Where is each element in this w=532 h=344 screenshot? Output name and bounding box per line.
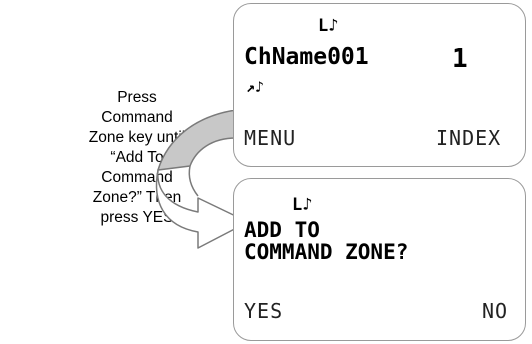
yes-softkey[interactable]: YES xyxy=(244,299,284,323)
status-icons: L♪ xyxy=(318,16,339,36)
scan-note-icons: ↗♪ xyxy=(246,78,265,96)
index-softkey[interactable]: INDEX xyxy=(436,126,502,150)
radio-display-channel: L♪ ChName001 1 ↗♪ MENU INDEX xyxy=(233,3,526,167)
curved-arrow-icon xyxy=(155,110,249,249)
prompt-line-2: COMMAND ZONE? xyxy=(244,240,409,264)
prompt-line-1: ADD TO xyxy=(244,218,320,242)
no-softkey[interactable]: NO xyxy=(482,299,509,323)
channel-name: ChName001 xyxy=(244,44,369,70)
radio-display-command-zone: L♪ ADD TO COMMAND ZONE? YES NO xyxy=(233,178,526,341)
menu-softkey[interactable]: MENU xyxy=(244,126,297,150)
status-icons: L♪ xyxy=(292,195,313,215)
channel-number: 1 xyxy=(452,44,468,74)
